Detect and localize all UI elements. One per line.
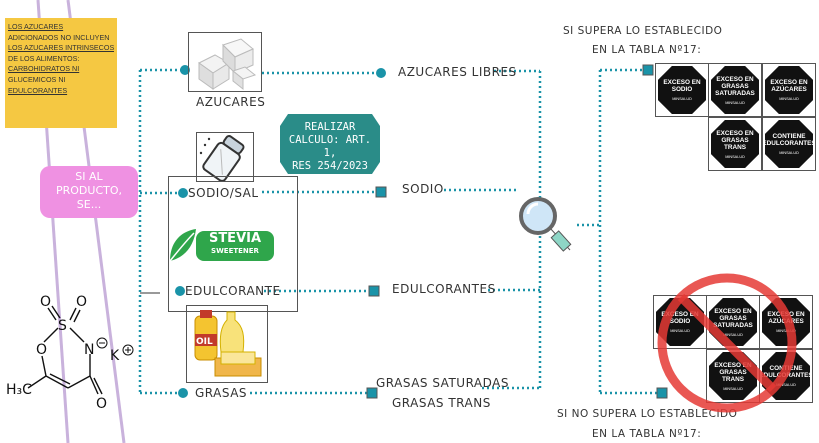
note-line: ADICIONADOS NO INCLUYEN: [8, 32, 110, 42]
oil-text: OIL: [196, 337, 213, 347]
note-line: EDULCORANTES: [8, 85, 68, 95]
atom-h3c: H₃C: [6, 382, 32, 398]
seal-text: EXCESO EN SODIO: [661, 311, 699, 325]
atom-o-carbonyl: O: [96, 396, 107, 412]
source-azucares: AZUCARES: [196, 95, 266, 109]
seal-ministry: MINSALUD: [779, 151, 799, 155]
seal-top-grasas-saturadas: EXCESO EN GRASAS SATURADAS MINSALUD: [708, 63, 762, 117]
seal-ministry: MINSALUD: [670, 329, 690, 333]
magnifier-icon: [519, 197, 572, 252]
seal-ministry: MINSALUD: [725, 100, 745, 105]
teal-note: REALIZAR CALCULO: ART. 1, RES 254/2023: [280, 114, 380, 174]
sugar-cubes-icon: [198, 38, 257, 91]
pink-note: SI AL PRODUCTO, SE...: [40, 166, 138, 218]
outcome-bottom-line-1: SI NO SUPERA LO ESTABLECIDO: [557, 408, 738, 420]
salt-image: [196, 132, 254, 182]
oil-butter-icon: OIL: [194, 310, 262, 377]
teal-line-2: CALCULO: ART. 1,: [288, 134, 372, 159]
outcome-top-line-1: SI SUPERA LO ESTABLECIDO: [563, 25, 723, 37]
source-sodio: SODIO/SAL: [188, 186, 259, 200]
seal-top-edulcorantes: CONTIENE EDULCORANTES MINSALUD: [762, 117, 816, 171]
note-line: CARBOHIDRATOS NI: [8, 64, 80, 74]
seal-top-sodio: EXCESO EN SODIO MINSALUD: [655, 63, 709, 117]
sticky-note: LOS AZUCARES ADICIONADOS NO INCLUYEN LOS…: [5, 18, 117, 128]
source-grasas: GRASAS: [195, 386, 248, 400]
nutrient-grasas-saturadas: GRASAS SATURADAS: [376, 376, 509, 390]
outcome-bottom-line-2: EN LA TABLA Nº17:: [592, 428, 702, 440]
pink-line-2: PRODUCTO,: [55, 184, 122, 197]
stevia-sub: SWEETENER: [211, 247, 259, 255]
note-line: LOS AZUCARES: [8, 22, 64, 31]
seal-text: EXCESO EN SODIO: [663, 79, 701, 93]
seal-ministry: MINSALUD: [672, 97, 692, 101]
fats-image: OIL: [186, 305, 268, 383]
seal-top-grasas-trans: EXCESO EN GRASAS TRANS MINSALUD: [708, 117, 762, 171]
stevia-title: STEVIA: [208, 231, 262, 246]
nutrient-edulcorantes: EDULCORANTES: [392, 282, 496, 296]
leaf-icon: [169, 229, 196, 262]
seal-text: EXCESO EN GRASAS SATURADAS: [713, 307, 753, 329]
teal-line-1: REALIZAR: [304, 121, 356, 133]
seal-text: EXCESO EN GRASAS TRANS: [716, 129, 754, 151]
seal-text: EXCESO EN GRASAS SATURADAS: [715, 75, 755, 97]
seal-ministry: MINSALUD: [723, 332, 743, 337]
outcome-top-line-2: EN LA TABLA Nº17:: [592, 44, 702, 56]
stevia-badge: STEVIA SWEETENER: [196, 231, 274, 261]
pink-line-3: SE...: [76, 198, 102, 211]
seal-text: CONTIENE EDULCORANTES: [762, 133, 816, 147]
note-line: DE LOS ALIMENTOS:: [8, 53, 80, 63]
seal-ministry: MINSALUD: [725, 154, 745, 159]
seal-bottom-grasas-trans: EXCESO EN GRASAS TRANS MINSALUD: [706, 349, 760, 403]
teal-line-3: RES 254/2023: [292, 160, 368, 172]
nutrient-sodio: SODIO: [402, 182, 444, 196]
sugar-image: [188, 32, 262, 92]
atom-n: N: [84, 342, 94, 358]
molecule-diagram: O S O O N K H₃C O: [6, 294, 134, 412]
note-line: LOS AZUCARES INTRINSECOS: [8, 43, 114, 53]
nutrient-grasas-trans: GRASAS TRANS: [392, 396, 491, 410]
note-line: GLUCEMICOS NI: [8, 74, 66, 84]
seal-text: EXCESO EN AZÚCARES: [770, 79, 808, 93]
seal-ministry: MINSALUD: [776, 383, 796, 387]
seal-ministry: MINSALUD: [723, 386, 743, 391]
stevia-logo: STEVIA SWEETENER: [168, 227, 276, 263]
magnifier: [516, 194, 580, 256]
seal-ministry: MINSALUD: [776, 329, 796, 333]
atom-s: S: [58, 318, 67, 334]
prohibition-icon: [657, 273, 797, 413]
atom-o-top-left: O: [40, 294, 51, 310]
seal-top-azucares: EXCESO EN AZÚCARES MINSALUD: [762, 63, 816, 117]
pink-line-1: SI AL: [75, 170, 103, 183]
atom-o-ring: O: [36, 342, 47, 358]
salt-shaker-icon: [199, 135, 245, 182]
seal-text: EXCESO EN GRASAS TRANS: [714, 361, 752, 383]
atom-o-top-right: O: [76, 294, 87, 310]
seal-bottom-grasas-saturadas: EXCESO EN GRASAS SATURADAS MINSALUD: [706, 295, 760, 349]
atom-k: K: [110, 348, 120, 364]
seal-ministry: MINSALUD: [779, 97, 799, 101]
source-edulcorante: EDULCORANTE: [185, 284, 281, 298]
nutrient-azucares: AZUCARES LIBRES: [398, 65, 517, 79]
